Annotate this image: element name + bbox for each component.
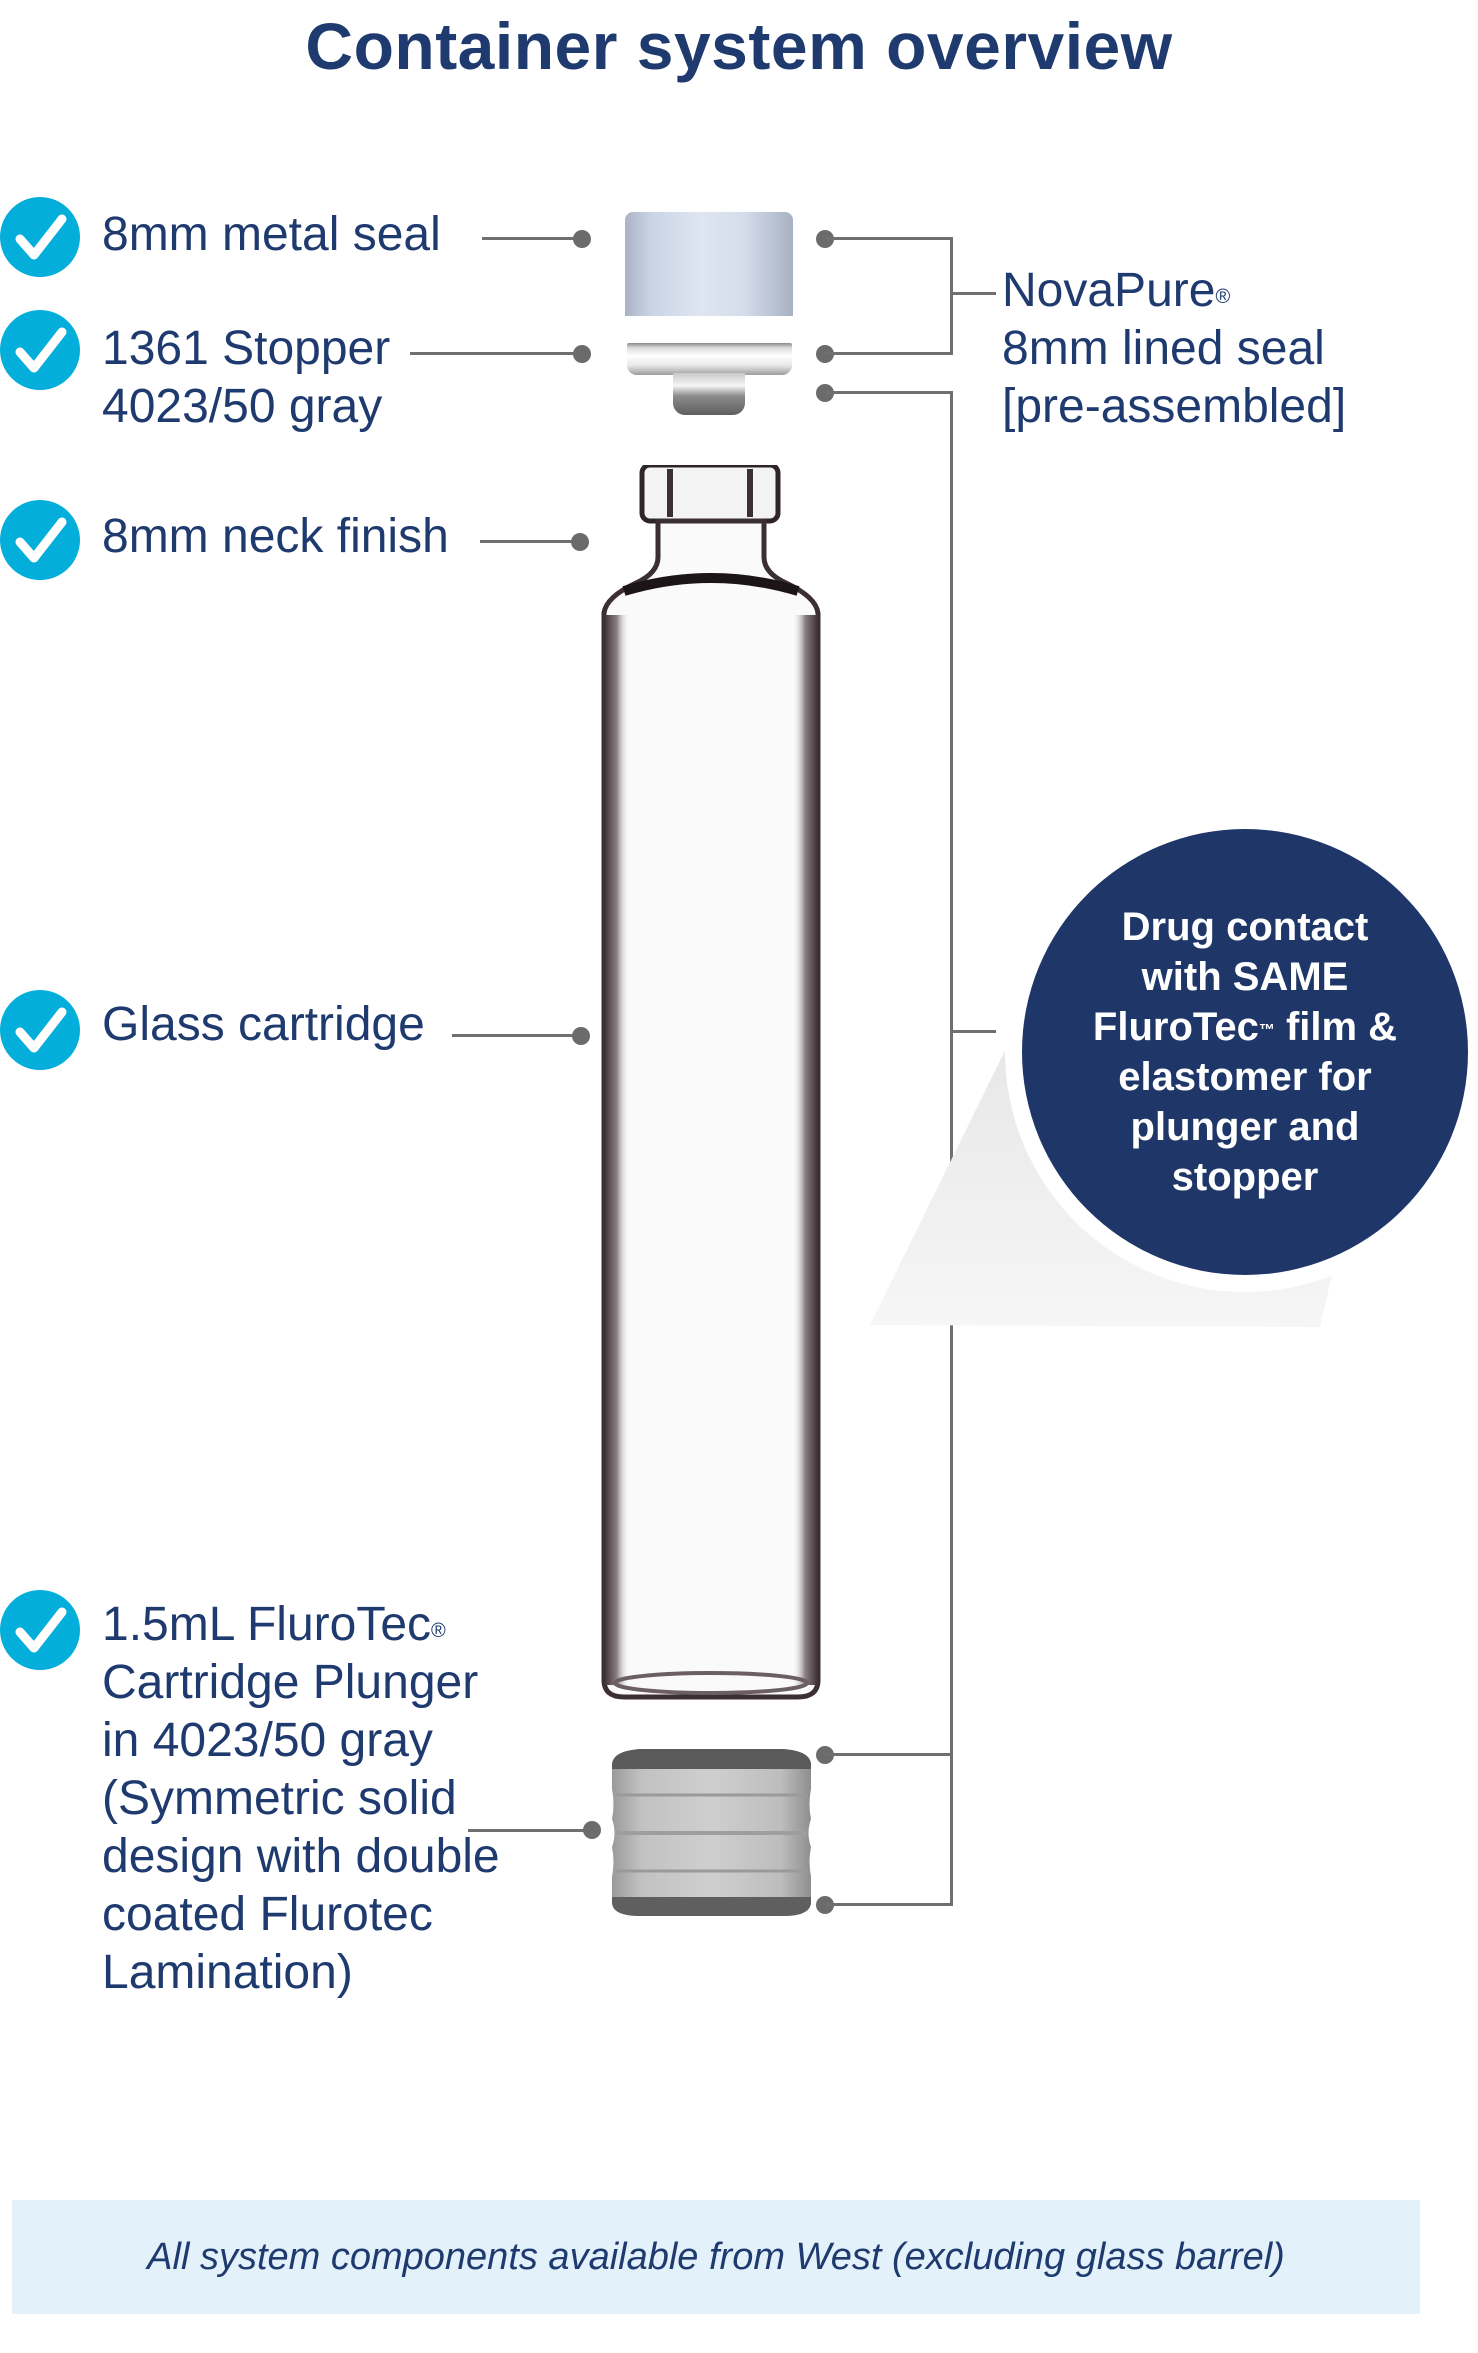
label-novapure-line3: [pre-assembled] bbox=[1002, 380, 1347, 433]
badge-line: stopper bbox=[1171, 1155, 1319, 1199]
label-novapure: NovaPure® 8mm lined seal [pre-assembled] bbox=[1002, 262, 1346, 436]
label-plunger-line6: coated Flurotec bbox=[102, 1888, 433, 1941]
bracket-line bbox=[950, 391, 953, 1906]
check-circle-icon bbox=[0, 990, 80, 1070]
glass-cartridge-illustration bbox=[601, 465, 821, 1700]
badge-line: Drug contact bbox=[1121, 905, 1369, 949]
check-circle-icon bbox=[0, 1590, 80, 1670]
bracket-branch bbox=[950, 1030, 996, 1033]
label-stopper: 1361 Stopper 4023/50 gray bbox=[102, 320, 390, 436]
registered-mark: ® bbox=[431, 1620, 446, 1642]
badge-text: Drug contact with SAME FluroTec™ film & … bbox=[1080, 902, 1410, 1202]
stopper-flange-illustration bbox=[627, 343, 792, 375]
badge-brand: FluroTec bbox=[1092, 1005, 1259, 1049]
label-metal-seal: 8mm metal seal bbox=[102, 208, 441, 261]
label-plunger: 1.5mL FluroTec® Cartridge Plunger in 402… bbox=[102, 1596, 500, 2002]
drug-contact-badge: Drug contact with SAME FluroTec™ film & … bbox=[1005, 812, 1478, 1292]
label-plunger-line1: 1.5mL FluroTec bbox=[102, 1598, 432, 1651]
connector-dot bbox=[571, 533, 589, 551]
connector-line bbox=[480, 540, 580, 543]
trademark-mark: ™ bbox=[1258, 1022, 1275, 1039]
label-plunger-line2: Cartridge Plunger bbox=[102, 1656, 479, 1709]
connector-line bbox=[825, 1903, 953, 1906]
check-circle-icon bbox=[0, 500, 80, 580]
label-plunger-line5: design with double bbox=[102, 1830, 500, 1883]
label-stopper-line2: 4023/50 gray bbox=[102, 380, 383, 433]
badge-line-tail: film & bbox=[1274, 1005, 1398, 1049]
badge-line: elastomer for bbox=[1118, 1055, 1372, 1099]
plunger-illustration bbox=[612, 1749, 811, 1916]
registered-mark: ® bbox=[1215, 286, 1231, 308]
badge-line: FluroTec™ film & bbox=[1080, 1002, 1410, 1052]
connector-dot bbox=[573, 230, 591, 248]
bracket-line bbox=[950, 237, 953, 355]
label-plunger-line4: (Symmetric solid bbox=[102, 1772, 457, 1825]
connector-dot bbox=[583, 1821, 601, 1839]
check-circle-icon bbox=[0, 310, 80, 390]
connector-line bbox=[482, 237, 582, 240]
label-plunger-line3: in 4023/50 gray bbox=[102, 1714, 433, 1767]
connector-line bbox=[825, 352, 953, 355]
connector-line bbox=[825, 391, 953, 394]
connector-line bbox=[825, 237, 953, 240]
connector-dot bbox=[572, 1027, 590, 1045]
connector-line bbox=[410, 352, 582, 355]
page-title: Container system overview bbox=[305, 9, 1173, 83]
badge-line: plunger and bbox=[1130, 1105, 1360, 1149]
metal-seal-illustration bbox=[625, 212, 793, 316]
label-novapure-line2: 8mm lined seal bbox=[1002, 322, 1325, 375]
label-neck-finish: 8mm neck finish bbox=[102, 510, 449, 563]
footer-banner: All system components available from Wes… bbox=[12, 2200, 1420, 2314]
stopper-body-illustration bbox=[673, 373, 745, 415]
label-plunger-line7: Lamination) bbox=[102, 1946, 353, 1999]
connector-line bbox=[825, 1753, 953, 1756]
connector-line bbox=[452, 1034, 582, 1037]
badge-line: with SAME bbox=[1141, 955, 1349, 999]
footer-text: All system components available from Wes… bbox=[147, 2235, 1285, 2278]
label-glass-cartridge: Glass cartridge bbox=[102, 998, 425, 1051]
bracket-branch bbox=[950, 292, 996, 295]
label-stopper-line1: 1361 Stopper bbox=[102, 322, 391, 375]
connector-dot bbox=[573, 345, 591, 363]
connector-line bbox=[468, 1829, 590, 1832]
check-circle-icon bbox=[0, 197, 80, 277]
badge-circle: Drug contact with SAME FluroTec™ film & … bbox=[1022, 829, 1468, 1275]
label-novapure-line1: NovaPure bbox=[1002, 264, 1216, 317]
